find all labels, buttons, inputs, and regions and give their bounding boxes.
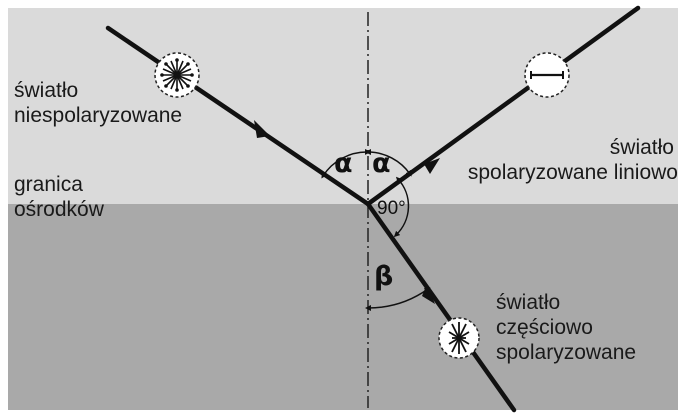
refracted-label-line-2: częściowo: [496, 316, 593, 339]
reflected-label-line-2: spolaryzowane liniowo: [467, 161, 678, 184]
starburst-icon: [154, 52, 200, 98]
horizontal-line-icon: [524, 52, 570, 98]
alpha-left-arc: [321, 148, 371, 179]
lower-medium: [8, 204, 678, 410]
reflected-ray-arrow-icon: [424, 158, 440, 174]
reflected-light-label: światło spolaryzowane liniowo: [430, 135, 678, 185]
incident-label-line-1: światło: [14, 79, 79, 102]
reflected-ray: [365, 5, 641, 207]
right-angle-arc: [393, 176, 410, 238]
incident-ray-arrow-icon: [254, 120, 270, 138]
partial-starburst-icon: [438, 317, 480, 359]
boundary-label-line-1: granica: [14, 173, 83, 196]
reflected-label-line-1: światło: [609, 136, 674, 159]
boundary-label: granica ośrodków: [14, 172, 104, 222]
right-angle-label: 90°: [377, 198, 406, 219]
refracted-label-line-3: spolaryzowane: [496, 341, 637, 364]
alpha-left-label: α: [334, 148, 353, 179]
alpha-right-arc: [365, 149, 412, 177]
alpha-right-label: α: [372, 148, 391, 179]
incident-light-label: światło niespolaryzowane: [14, 78, 182, 128]
refracted-label-line-1: światło: [496, 291, 561, 314]
beta-label: β: [374, 261, 393, 292]
beta-arc: [365, 287, 431, 312]
refracted-ray: [365, 201, 517, 413]
incident-label-line-2: niespolaryzowane: [14, 104, 183, 127]
boundary-label-line-2: ośrodków: [14, 198, 104, 221]
refracted-light-label: światło częściowo spolaryzowane: [496, 290, 636, 365]
